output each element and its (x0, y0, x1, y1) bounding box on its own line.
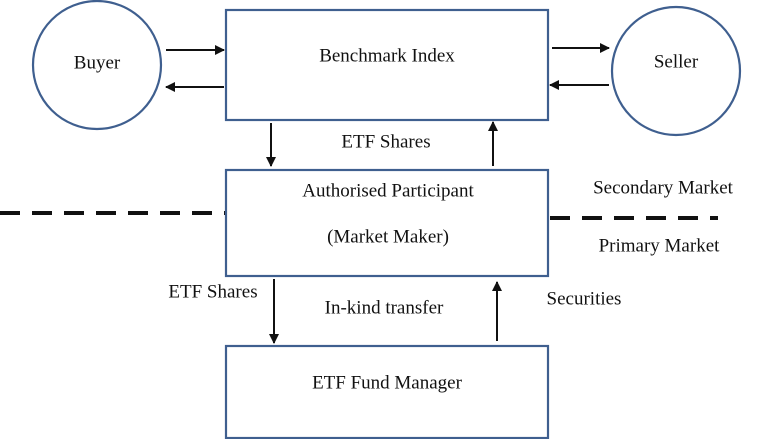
primary-market-label: Primary Market (599, 235, 721, 256)
securities-label: Securities (547, 288, 622, 309)
benchmark-index-node (224, 8, 550, 122)
etf-shares-upper-label: ETF Shares (341, 131, 430, 152)
authorised-participant-label-line1: Authorised Participant (302, 180, 474, 201)
seller-node (610, 5, 742, 137)
buyer-label: Buyer (74, 52, 121, 73)
benchmark-index-label: Benchmark Index (319, 45, 455, 66)
etf-fund-manager-label: ETF Fund Manager (312, 372, 463, 393)
secondary-market-label: Secondary Market (593, 177, 734, 198)
buyer-node (31, 0, 163, 131)
in-kind-transfer-label: In-kind transfer (325, 297, 444, 318)
seller-label: Seller (654, 51, 699, 72)
etf-fund-manager-node (224, 344, 550, 439)
authorised-participant-label-line2: (Market Maker) (327, 226, 449, 247)
etf-shares-lower-label: ETF Shares (168, 281, 257, 302)
authorised-participant-node (224, 168, 550, 278)
